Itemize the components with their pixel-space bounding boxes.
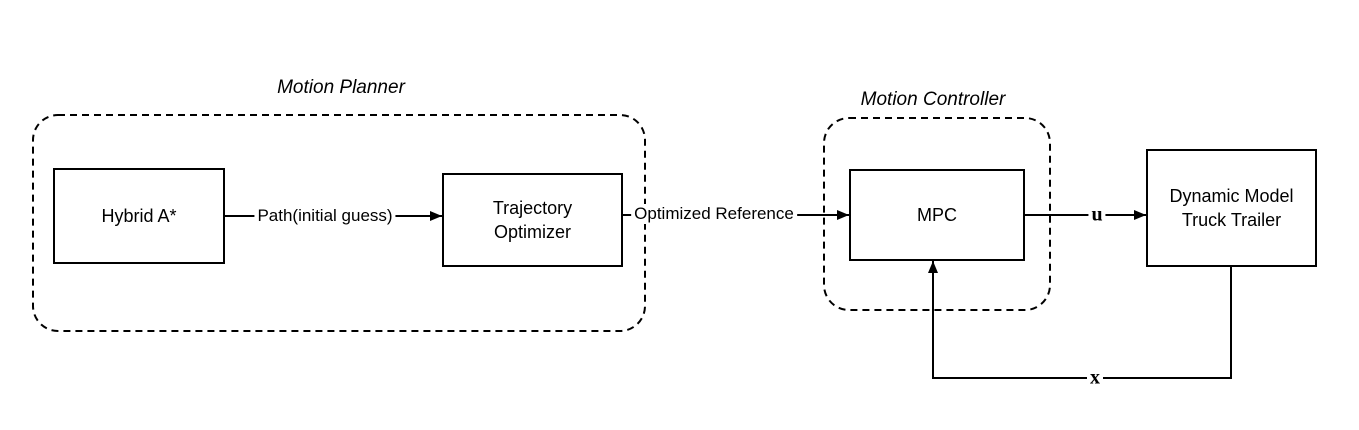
edge-feedback-dynamic-model-to-mpc	[928, 261, 1232, 379]
edge-label-control-input-u: u	[1088, 203, 1106, 227]
node-trajectory-optimizer-label: Trajectory Optimizer	[492, 197, 573, 242]
edge-label-state-feedback-x: x	[1087, 366, 1103, 390]
motion-controller-group-border	[823, 117, 1051, 311]
node-hybrid-a-star: Hybrid A*	[53, 168, 225, 264]
node-dynamic-model-truck-trailer-label: Dynamic Model Truck Trailer	[1169, 185, 1294, 230]
edge-label-optimized-reference: Optimized Reference	[631, 204, 797, 224]
edge-label-path-initial-guess: Path(initial guess)	[254, 206, 396, 226]
motion-controller-title: Motion Controller	[860, 89, 1006, 110]
motion-planner-title: Motion Planner	[277, 77, 405, 98]
node-trajectory-optimizer: Trajectory Optimizer	[442, 173, 623, 267]
node-dynamic-model-truck-trailer: Dynamic Model Truck Trailer	[1146, 149, 1317, 267]
node-mpc: MPC	[849, 169, 1025, 261]
node-mpc-label: MPC	[917, 204, 957, 225]
node-hybrid-a-star-label: Hybrid A*	[101, 205, 177, 226]
